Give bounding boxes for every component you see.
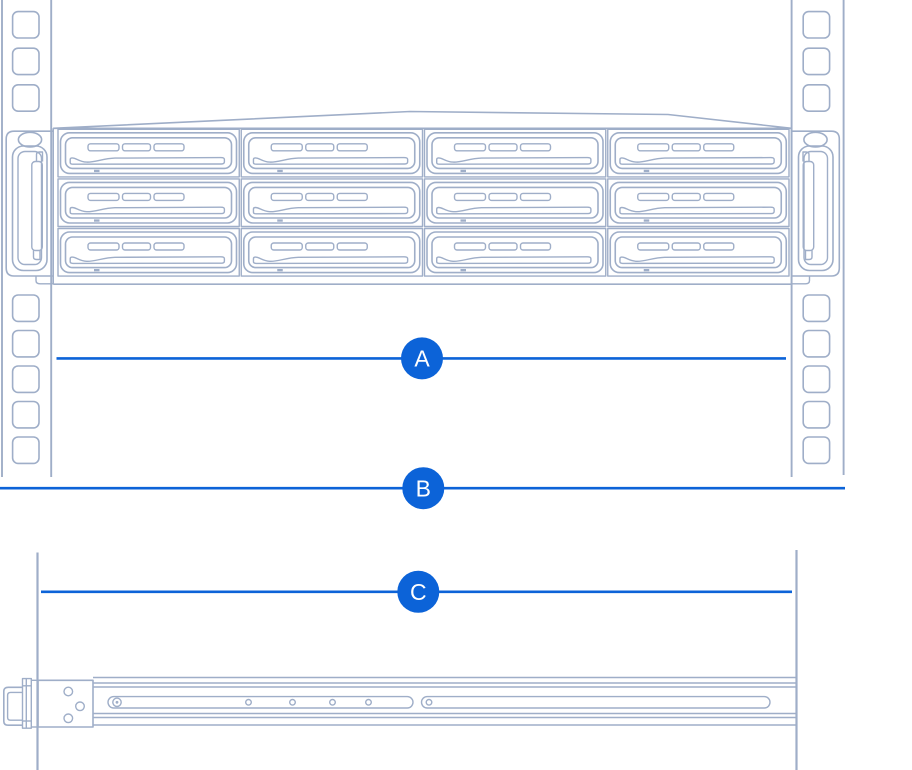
rail-slot (420, 695, 771, 709)
bracket-hole (74, 701, 85, 712)
callout-b-circle (402, 467, 445, 510)
drive-tray (240, 227, 424, 277)
rail-screw-dot (115, 700, 119, 704)
callout-a-circle (401, 337, 443, 380)
drive-tray-grid (57, 128, 790, 277)
rack-square-hole (802, 294, 831, 323)
callout-c-circle (397, 570, 440, 613)
rack-square-hole (11, 47, 40, 76)
rack-square-hole (11, 400, 40, 429)
nas-top-lid (53, 110, 792, 130)
rail-rivet (244, 698, 252, 706)
rack-right-post (790, 0, 845, 477)
callout-c-label: C (410, 579, 427, 605)
rack-left-post (1, 0, 53, 477)
rail-screw-hole (112, 697, 122, 708)
rack-square-hole (11, 329, 40, 358)
drive-tray (423, 227, 607, 277)
rack-square-hole (802, 84, 831, 113)
rack-square-hole (11, 436, 40, 465)
rack-square-hole (11, 365, 40, 394)
drive-tray (57, 128, 241, 178)
bracket-hole (63, 686, 74, 697)
rail-hook-inner (6, 691, 23, 721)
drive-tray (606, 128, 790, 178)
rail-rivet (425, 698, 433, 706)
rack-square-hole (802, 329, 831, 358)
nas-chassis (5, 110, 841, 286)
drive-tray (423, 178, 607, 228)
drive-tray (423, 128, 607, 178)
rail-slot (107, 695, 414, 709)
rail-hook-outer (3, 686, 23, 726)
bracket-hole (63, 713, 74, 724)
dimension-annotations: A B C (0, 337, 845, 770)
callout-a-label: A (414, 346, 430, 372)
rack-square-hole (11, 84, 40, 113)
rail-rivet (329, 698, 337, 706)
rack-square-hole (11, 294, 40, 323)
rail-rivet (365, 698, 373, 706)
rack-square-hole (11, 10, 40, 39)
nas-right-ear (791, 130, 841, 285)
drive-tray (240, 128, 424, 178)
callout-b-label: B (416, 475, 431, 501)
callout-a: A (401, 337, 443, 380)
rack-square-hole (802, 400, 831, 429)
callout-b: B (402, 467, 445, 510)
rail-bracket-plate (37, 679, 94, 728)
rail-rivet (289, 698, 297, 706)
rack-square-hole (802, 436, 831, 465)
rack-square-hole (802, 47, 831, 76)
rack-square-hole (802, 365, 831, 394)
drive-tray (240, 178, 424, 228)
callout-c: C (397, 570, 440, 613)
drive-tray (606, 227, 790, 277)
drive-tray (606, 178, 790, 228)
drive-tray (57, 227, 241, 277)
slide-rail-assembly (3, 676, 796, 729)
nas-left-ear (5, 130, 54, 285)
drive-tray (57, 178, 241, 228)
rack-square-hole (802, 10, 831, 39)
